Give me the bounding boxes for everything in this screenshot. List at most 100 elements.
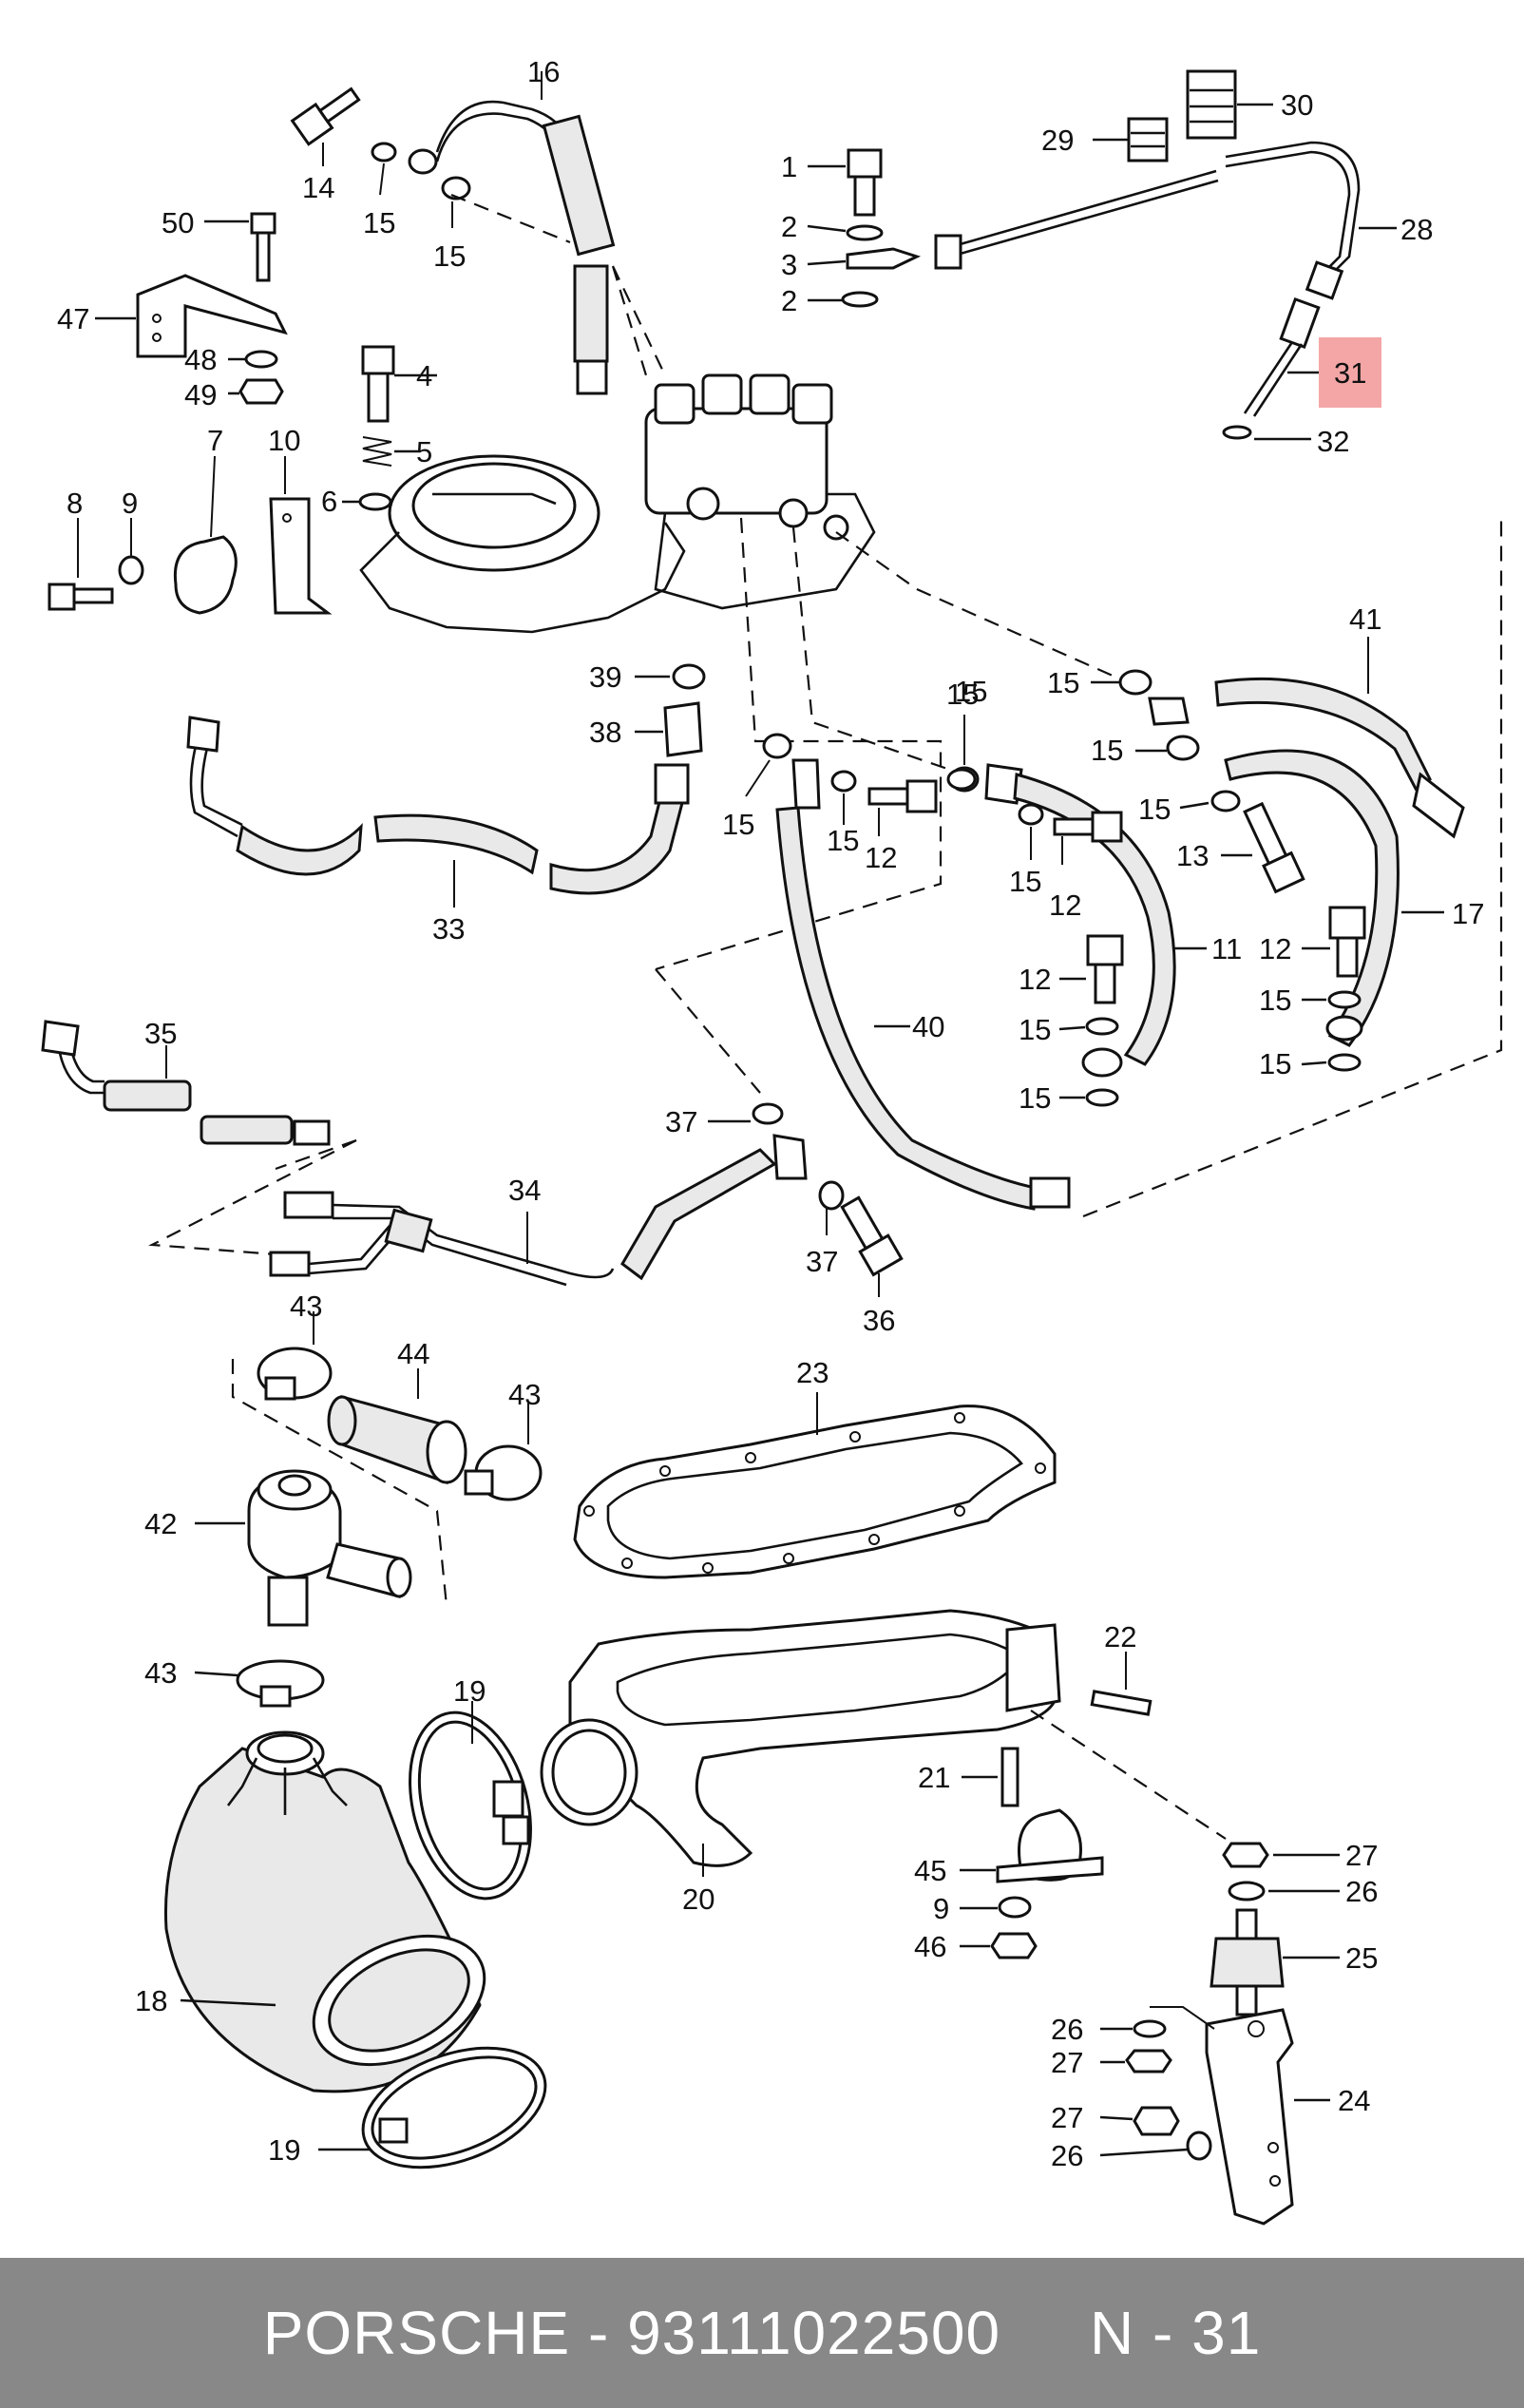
washer-15a [371,142,397,162]
bracket-24 [1205,2008,1294,2226]
washer-15l [1085,1088,1119,1107]
fitting-16 [576,359,608,395]
callout-45: 45 [914,1854,946,1887]
callout-21: 21 [918,1761,950,1794]
washer-15d [1166,735,1200,761]
callout-15n: 15 [827,824,859,857]
fitting-33b [654,763,690,805]
ring-15b [1081,1047,1123,1078]
hose-40 [775,806,1038,1211]
hose-17 [1224,749,1400,1047]
callout-15f: 15 [946,678,979,711]
callout-15i: 15 [1259,984,1291,1017]
clamp-7 [173,535,238,615]
callout-22: 22 [1104,1620,1136,1653]
clamp-19b [361,2046,547,2169]
ring-15 [1325,1015,1363,1042]
washer-15e [1210,790,1241,812]
callout-3: 3 [781,248,797,281]
bolt-14 [290,86,361,146]
callout-14: 14 [302,171,334,204]
valve-42 [247,1469,412,1627]
mount-25 [1210,1908,1285,2016]
callout-43c: 43 [144,1656,177,1690]
washer-48 [244,350,278,369]
fitting-41 [1412,772,1465,839]
bolt-50 [250,212,276,282]
nut-27b [1125,2049,1172,2074]
callout-37a: 37 [665,1105,697,1138]
bracket-10 [269,497,333,615]
bolt-13 [1243,801,1305,894]
callout-43a: 43 [290,1290,322,1323]
callout-18: 18 [135,1984,167,2017]
hose-35b [200,1115,294,1145]
callout-15h: 15 [955,675,987,708]
callout-2a: 2 [781,210,797,243]
washer-15m [762,733,792,759]
banjo-34 [772,1134,808,1180]
washer-37b [818,1180,845,1211]
callout-29: 29 [1041,124,1074,157]
callout-43b: 43 [508,1378,541,1411]
callout-39: 39 [589,660,621,694]
callout-15l: 15 [1019,1081,1051,1115]
clamp-43c [236,1659,325,1708]
highlight-box-31 [1319,337,1381,408]
hose-18 [163,1730,486,2093]
callout-10: 10 [268,424,300,457]
fitting-38 [663,701,703,757]
callout-12c: 12 [1259,932,1291,965]
callout-23: 23 [796,1356,829,1389]
callout-15b: 15 [433,239,466,273]
clamp-43b [464,1444,543,1501]
callout-2b: 2 [781,284,797,317]
o-ring-32 [1222,425,1252,440]
callout-27b: 27 [1051,2046,1083,2079]
hose-11 [1013,773,1176,1066]
fuel-distributor-assembly [359,373,876,634]
washer-15k [1085,1017,1119,1036]
nut-27a [1222,1842,1269,1868]
clamp-45 [996,1808,1104,1883]
bracket-47 [136,274,288,358]
hose-33a [236,823,363,876]
hose-16 [542,114,616,257]
pipe-34 [308,1203,615,1287]
callout-9b: 9 [933,1892,949,1925]
nut-46 [990,1932,1038,1959]
callout-47: 47 [57,302,89,335]
banjo-11 [984,763,1023,805]
washer-9 [118,555,144,585]
hose-34 [384,1208,433,1253]
bolt-12d [1086,934,1124,1004]
washer-26c [1186,2131,1212,2161]
callout-16: 16 [527,55,560,88]
callout-17: 17 [1452,897,1484,930]
callout-26b: 26 [1051,2013,1083,2046]
callout-15m: 15 [722,808,754,841]
callout-9a: 9 [122,487,138,520]
clip-30 [1186,69,1237,140]
callout-40: 40 [912,1010,944,1043]
fitting-28 [934,234,962,270]
washer-2b [841,291,879,308]
callout-27c: 27 [1051,2101,1083,2134]
callout-12a: 12 [865,841,897,874]
bolt-12a [867,779,938,813]
washer-15n [830,770,857,793]
callout-42: 42 [144,1507,177,1540]
callout-15d: 15 [1091,734,1123,767]
callout-25: 25 [1345,1941,1378,1975]
callout-49: 49 [184,378,217,411]
callout-34: 34 [508,1174,541,1207]
washer-9b [998,1896,1032,1919]
callout-26c: 26 [1051,2139,1083,2172]
bolt-4 [361,345,395,423]
footer-bar: PORSCHE - 93111022500 N - 31 [0,2258,1524,2408]
line-28 [949,141,1361,277]
footer-part-number: 93111022500 [627,2299,1001,2367]
callout-5: 5 [416,435,432,468]
callout-15j: 15 [1259,1047,1291,1080]
clamp-43a [257,1347,333,1401]
